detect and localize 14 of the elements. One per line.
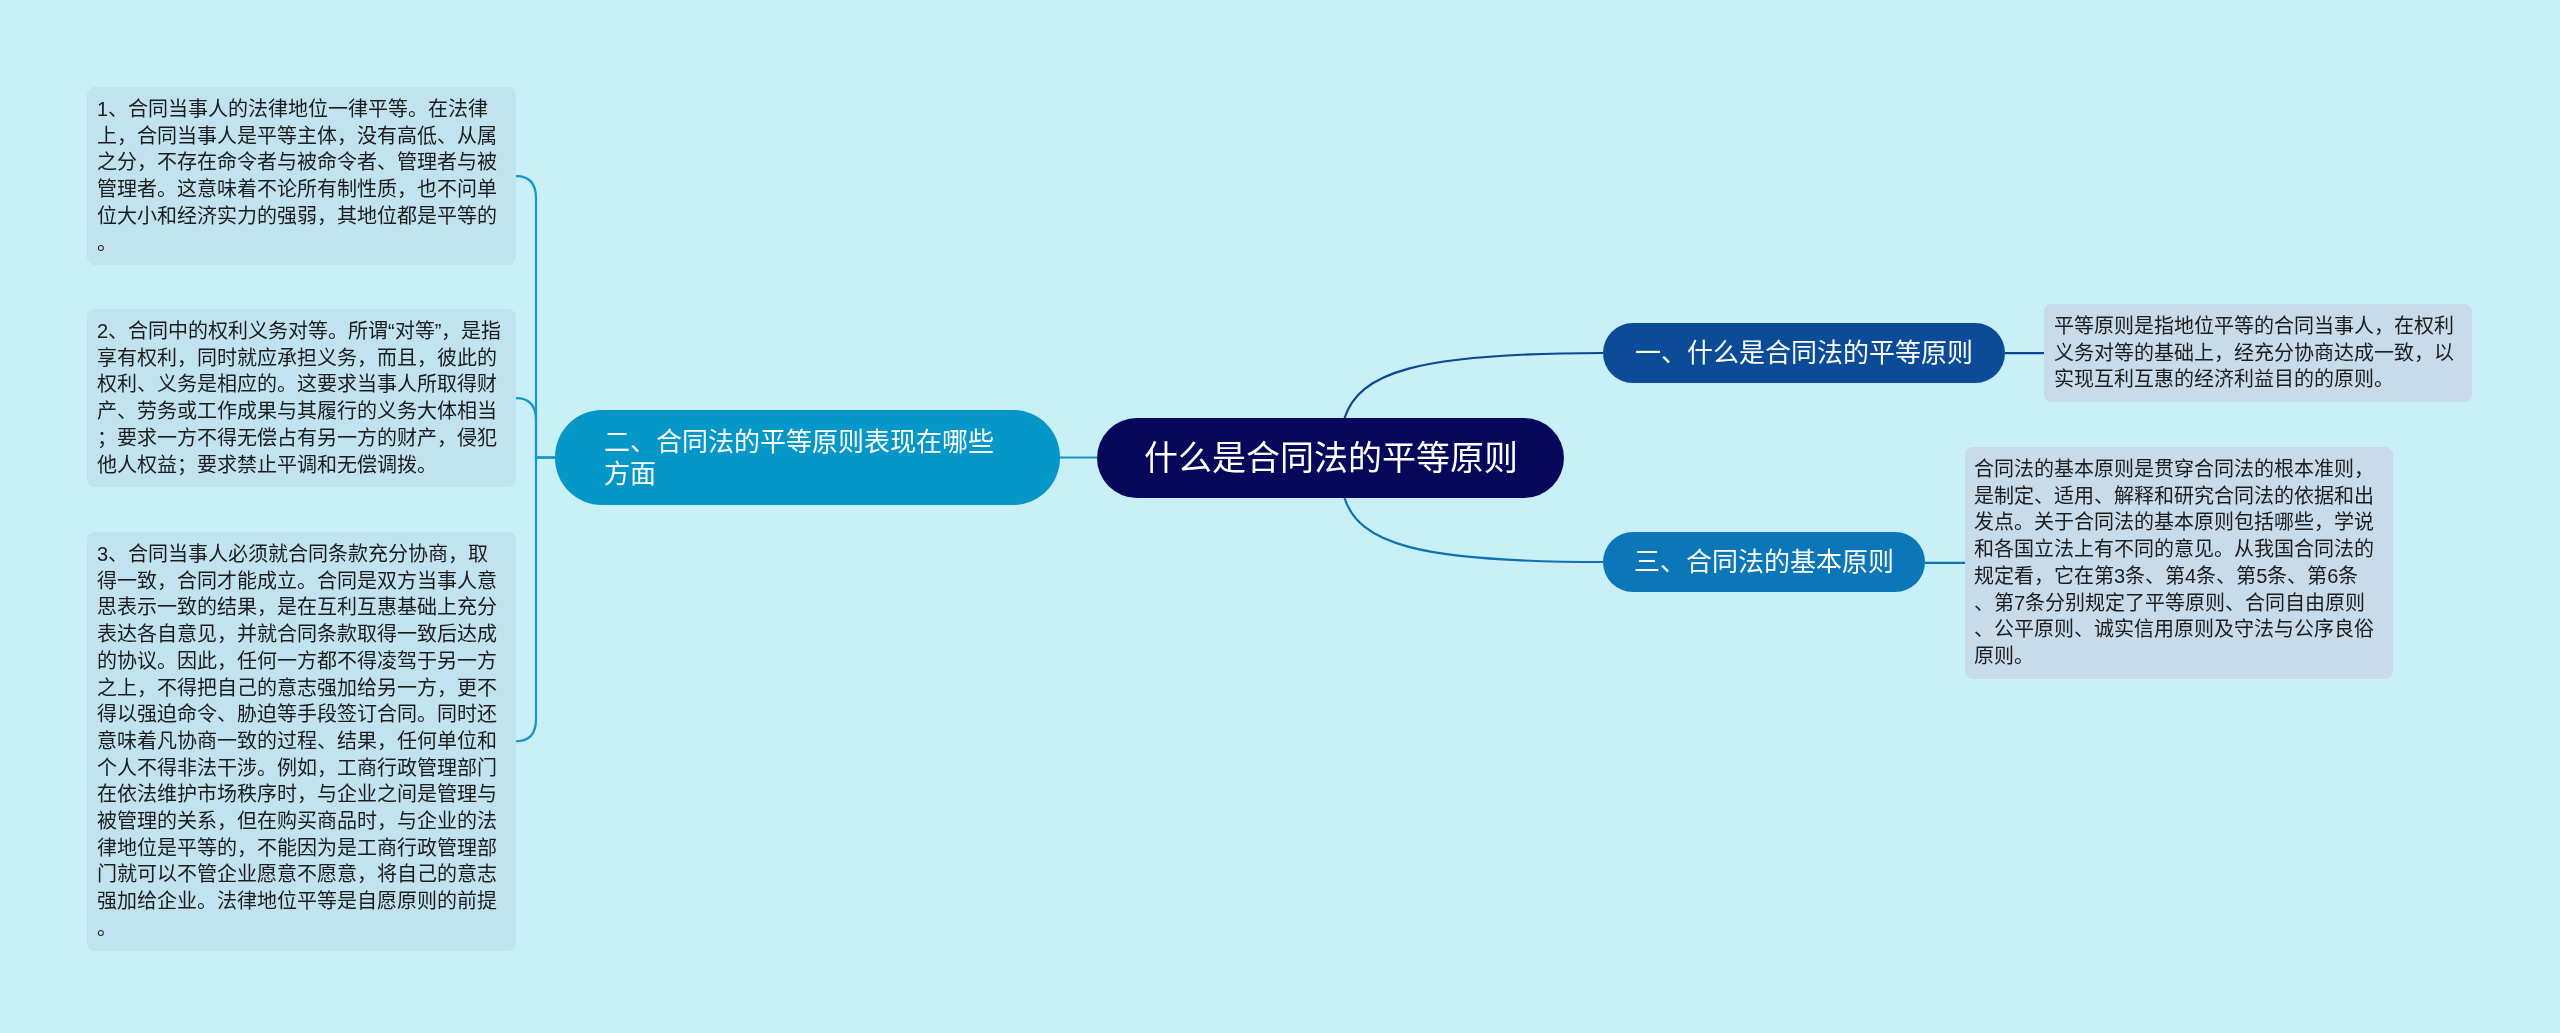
note-box: 1、合同当事人的法律地位一律平等。在法律上，合同当事人是平等主体，没有高低、从属之分，不存在命令者与被命令者、管理者与被管理者。这意味着不论所有制性质，也不问单位大小和经济实力的强弱，其地位都是平等的。: [87, 87, 516, 266]
branch-line: [1060, 456, 1097, 459]
note-box: 2、合同中的权利义务对等。所谓“对等”，是指享有权利，同时就应承担义务，而且，彼此的权利、义务是相应的。这要求当事人所取得财产、劳务或工作成果与其履行的义务大体相当；要求一方不得无偿占有另一方的财产，侵犯他人权益；要求禁止平调和无偿调拨。: [87, 309, 516, 488]
branch-topic: 一、什么是合同法的平等原则: [1603, 323, 2005, 383]
note-box: 3、合同当事人必须就合同条款充分协商，取得一致，合同才能成立。合同是双方当事人意思表示一致的结果，是在互利互惠基础上充分表达各自意见，并就合同条款取得一致后达成的协议。因此，任何一方都不得凌驾于另一方之上，不得把自己的意志强加给另一方，更不得以强迫命令、胁迫等手段签订合同。同时还意味着凡协商一致的过程、结果，任何单位和个人不得非法干涉。例如，工商行政管理部门在依法维护市场秩序时，与企业之间是管理与被管理的关系，但在购买商品时，与企业的法律地位是平等的，不能因为是工商行政管理部门就可以不管企业愿意不愿意，将自己的意志强加给企业。法律地位平等是自愿原则的前提。: [87, 532, 516, 951]
central-topic: 什么是合同法的平等原则: [1097, 418, 1564, 498]
branch-line: [2005, 351, 2044, 355]
note-box: 合同法的基本原则是贯穿合同法的根本准则，是制定、适用、解释和研究合同法的依据和出发点。关于合同法的基本原则包括哪些，学说和各国立法上有不同的意见。从我国合同法的规定看，它在第3条、第4条、第5条、第6条、第7条分别规定了平等原则、合同自由原则、公平原则、诚实信用原则及守法与公序良俗原则。: [1965, 447, 2393, 679]
branch-line: [1925, 561, 1965, 564]
note-box: 平等原则是指地位平等的合同当事人，在权利义务对等的基础上，经充分协商达成一致，以实现互利互惠的经济利益目的的原则。: [2044, 304, 2472, 403]
branch-topic: 二、合同法的平等原则表现在哪些方面: [555, 410, 1060, 505]
branch-topic: 三、合同法的基本原则: [1603, 532, 1925, 592]
branch-line: [1343, 497, 1603, 564]
branch-line: [1343, 351, 1603, 419]
